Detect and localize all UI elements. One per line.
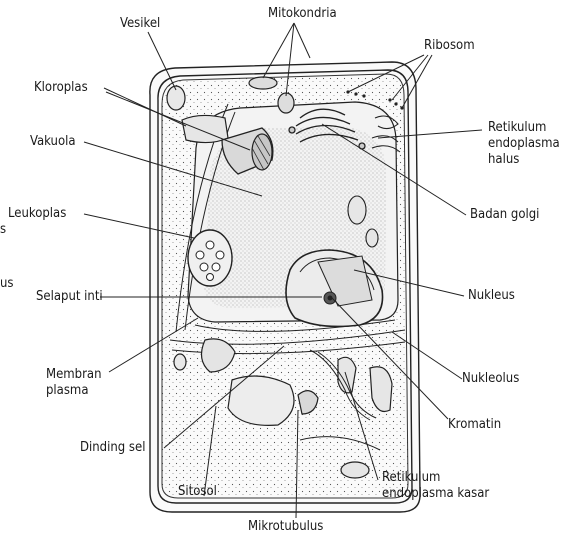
label-cut-left-1: s	[0, 222, 6, 238]
label-vesikel: Vesikel	[120, 16, 160, 32]
label-cut-left-2: us	[0, 276, 14, 292]
label-leukoplas: Leukoplas	[8, 206, 66, 222]
label-nukleus: Nukleus	[468, 288, 515, 304]
label-mitokondria: Mitokondria	[268, 6, 337, 22]
label-kromatin: Kromatin	[448, 417, 501, 433]
label-vakuola: Vakuola	[30, 134, 76, 150]
label-ribosom: Ribosom	[424, 38, 475, 54]
organelle-small-2	[366, 229, 378, 247]
label-retikulum-halus: Retikulum endoplasma halus	[488, 120, 560, 168]
label-retikulum-kasar: Retikulum endoplasma kasar	[382, 470, 489, 502]
label-badan-golgi: Badan golgi	[470, 207, 539, 223]
label-kloroplas: Kloroplas	[34, 80, 88, 96]
label-dinding-sel: Dinding sel	[80, 440, 145, 456]
label-sitosol: Sitosol	[178, 484, 217, 500]
label-selaput-inti: Selaput inti	[36, 289, 103, 305]
label-nukleolus: Nukleolus	[462, 371, 519, 387]
leukoplast	[188, 230, 232, 286]
organelle-small-1	[348, 196, 366, 224]
mitochondrion-1	[249, 77, 277, 89]
label-mikrotubulus: Mikrotubulus	[248, 519, 323, 535]
label-membran-plasma: Membran plasma	[46, 367, 102, 399]
